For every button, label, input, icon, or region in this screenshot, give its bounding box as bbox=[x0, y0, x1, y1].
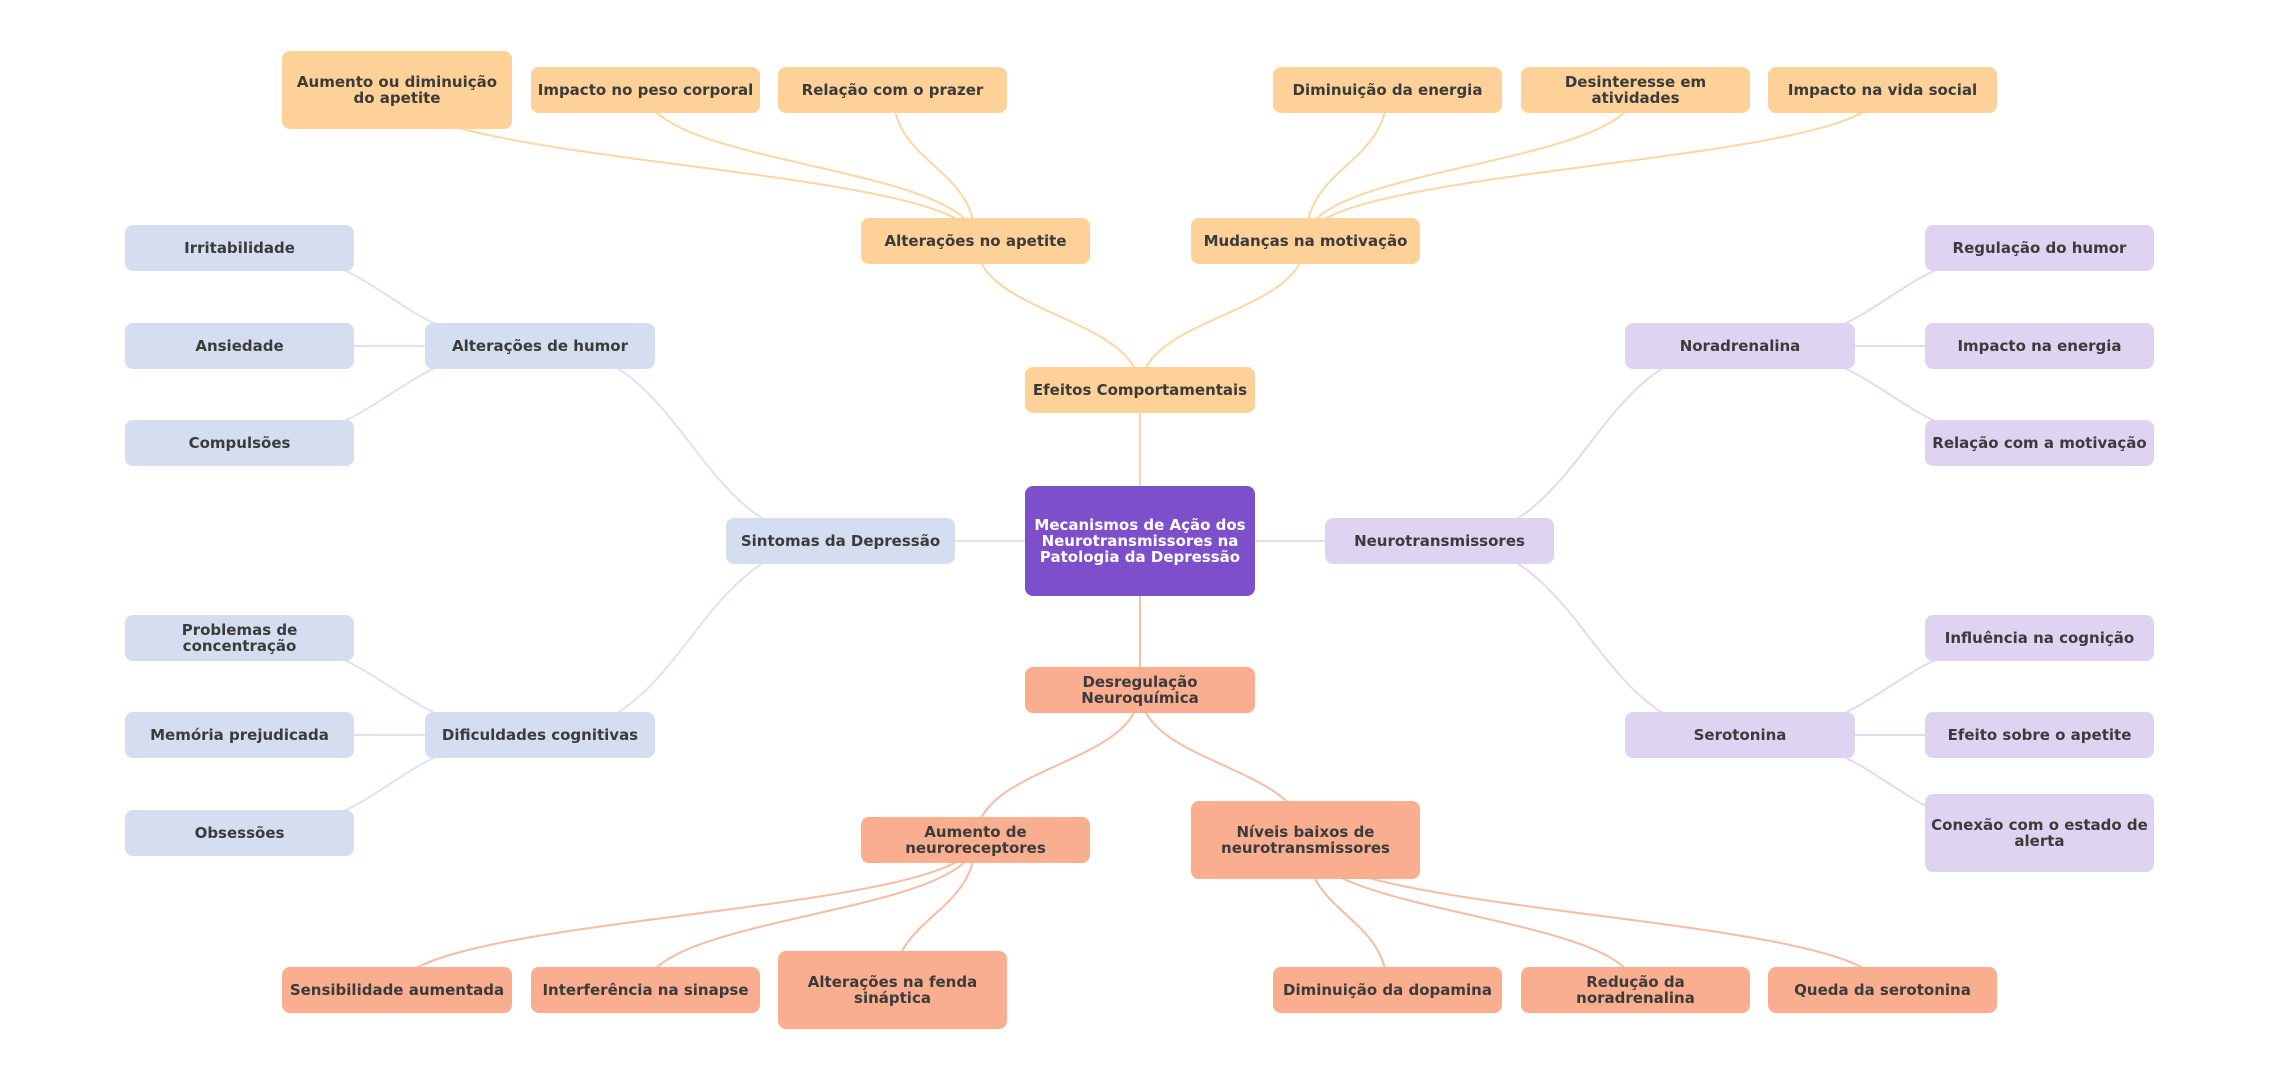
node-alteracoes-apetite[interactable]: Alterações no apetite bbox=[861, 218, 1090, 264]
node-ansiedade[interactable]: Ansiedade bbox=[125, 323, 354, 369]
node-niveis-baixos[interactable]: Níveis baixos de neurotransmissores bbox=[1191, 801, 1420, 879]
edge bbox=[1139, 240, 1307, 391]
node-alteracoes-fenda[interactable]: Alterações na fenda sináptica bbox=[778, 951, 1007, 1029]
edge bbox=[1304, 89, 1884, 242]
node-diminuicao-energia[interactable]: Diminuição da energia bbox=[1273, 67, 1502, 113]
node-irritabilidade[interactable]: Irritabilidade bbox=[125, 225, 354, 271]
edge bbox=[539, 345, 841, 542]
edge bbox=[891, 89, 977, 242]
node-aumento-diminuicao-apetite[interactable]: Aumento ou diminuição do apetite bbox=[282, 51, 512, 129]
node-serotonina[interactable]: Serotonina bbox=[1625, 712, 1855, 758]
node-queda-serotonina[interactable]: Queda da serotonina bbox=[1768, 967, 1997, 1013]
node-noradrenalina[interactable]: Noradrenalina bbox=[1625, 323, 1855, 369]
node-impacto-vida-social[interactable]: Impacto na vida social bbox=[1768, 67, 1997, 113]
edge bbox=[644, 89, 977, 242]
node-dificuldades-cognitivas[interactable]: Dificuldades cognitivas bbox=[425, 712, 655, 758]
edge bbox=[396, 839, 977, 991]
node-reducao-noradrenalina[interactable]: Redução da noradrenalina bbox=[1521, 967, 1750, 1013]
edge bbox=[539, 540, 841, 736]
node-relacao-motivacao[interactable]: Relação com a motivação bbox=[1925, 420, 2154, 466]
node-sensibilidade-aumentada[interactable]: Sensibilidade aumentada bbox=[282, 967, 512, 1013]
node-problemas-concentracao[interactable]: Problemas de concentração bbox=[125, 615, 354, 661]
node-interferencia-sinapse[interactable]: Interferência na sinapse bbox=[531, 967, 760, 1013]
node-neurotransmissores[interactable]: Neurotransmissores bbox=[1325, 518, 1554, 564]
node-desinteresse-atividades[interactable]: Desinteresse em atividades bbox=[1521, 67, 1750, 113]
edge bbox=[644, 839, 977, 991]
node-sintomas-depressao[interactable]: Sintomas da Depressão bbox=[726, 518, 955, 564]
node-impacto-energia[interactable]: Impacto na energia bbox=[1925, 323, 2154, 369]
edge bbox=[974, 240, 1141, 391]
node-impacto-peso[interactable]: Impacto no peso corporal bbox=[531, 67, 760, 113]
node-mudancas-motivacao[interactable]: Mudanças na motivação bbox=[1191, 218, 1420, 264]
node-efeitos-comportamentais[interactable]: Efeitos Comportamentais bbox=[1025, 367, 1255, 413]
node-aumento-neuroreceptores[interactable]: Aumento de neuroreceptores bbox=[861, 817, 1090, 863]
node-influencia-cognicao[interactable]: Influência na cognição bbox=[1925, 615, 2154, 661]
node-memoria-prejudicada[interactable]: Memória prejudicada bbox=[125, 712, 354, 758]
node-desregulacao-neuroquimica[interactable]: Desregulação Neuroquímica bbox=[1025, 667, 1255, 713]
node-relacao-prazer[interactable]: Relação com o prazer bbox=[778, 67, 1007, 113]
root-node[interactable]: Mecanismos de Ação dos Neurotransmissore… bbox=[1025, 486, 1255, 596]
node-regulacao-humor[interactable]: Regulação do humor bbox=[1925, 225, 2154, 271]
edge bbox=[974, 689, 1141, 841]
node-obsessoes[interactable]: Obsessões bbox=[125, 810, 354, 856]
node-alteracoes-humor[interactable]: Alterações de humor bbox=[425, 323, 655, 369]
node-conexao-alerta[interactable]: Conexão com o estado de alerta bbox=[1925, 794, 2154, 872]
node-diminuicao-dopamina[interactable]: Diminuição da dopamina bbox=[1273, 967, 1502, 1013]
edge bbox=[1439, 540, 1741, 736]
node-efeito-apetite[interactable]: Efeito sobre o apetite bbox=[1925, 712, 2154, 758]
edge bbox=[1439, 345, 1741, 542]
edge bbox=[1304, 89, 1389, 242]
edge bbox=[1304, 89, 1637, 242]
node-compulsoes[interactable]: Compulsões bbox=[125, 420, 354, 466]
